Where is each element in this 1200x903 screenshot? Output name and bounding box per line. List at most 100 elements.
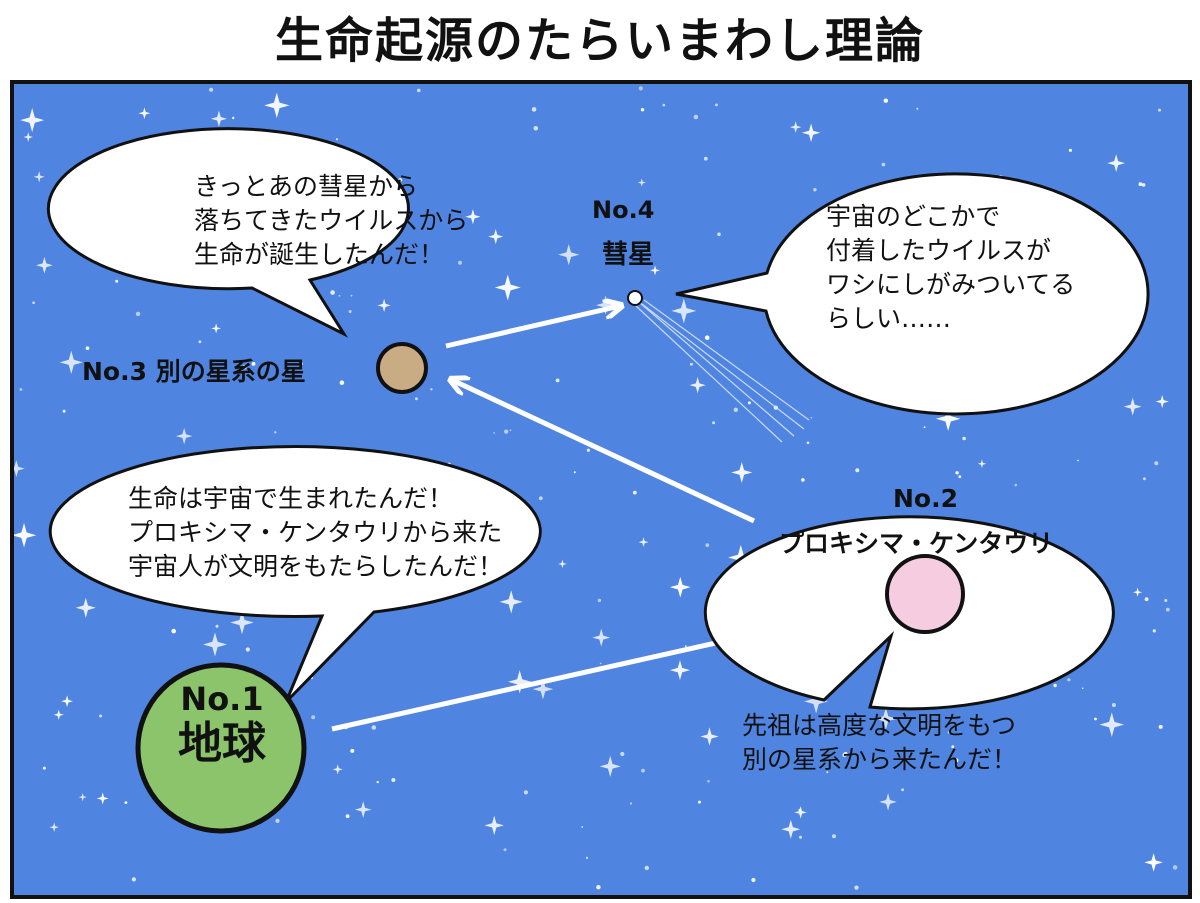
comet-name-label: 彗星	[602, 240, 655, 270]
proxima-speech-line: 別の星系から来たんだ！	[742, 745, 1018, 774]
sparkle-star	[14, 523, 37, 548]
sparkle-star	[637, 178, 646, 187]
star-dot	[1143, 477, 1146, 481]
arrow-proxima-to-other-star	[452, 380, 756, 524]
star-dot	[85, 346, 90, 351]
star-dot	[901, 788, 904, 792]
earth-name-label: 地球	[178, 718, 266, 769]
star-dot	[916, 107, 919, 110]
earth-speech-line: 宇宙人が文明をもたらしたんだ！	[128, 552, 504, 581]
sparkle-star	[202, 632, 228, 657]
star-dot	[1094, 717, 1097, 721]
star-dot	[705, 543, 710, 547]
star-dot	[826, 771, 829, 774]
sparkle-star	[669, 576, 691, 598]
star-dot	[62, 409, 66, 413]
star-dot	[533, 126, 539, 131]
star-dot	[42, 766, 46, 770]
diagram-shapes	[46, 127, 1150, 834]
star-dot	[958, 475, 962, 479]
star-dot	[947, 731, 950, 734]
star-dot	[339, 380, 345, 386]
star-dot	[299, 362, 303, 366]
star-dot	[703, 156, 708, 161]
star-dot	[232, 116, 235, 120]
star-dot	[1164, 599, 1168, 602]
star-dot	[640, 108, 645, 112]
star-dot	[1158, 108, 1161, 112]
sparkle-star	[558, 244, 580, 266]
sparkle-star	[484, 815, 504, 836]
star-dot	[458, 260, 462, 265]
star-dot	[810, 416, 813, 419]
star-dot	[215, 624, 219, 628]
star-dot	[843, 752, 848, 757]
star-dot	[124, 801, 128, 804]
star-dot	[704, 335, 710, 340]
earth-speech-text: 生命は宇宙で生まれたんだ！ プロキシマ・ケンタウリから来た 宇宙人が文明をもたら…	[128, 482, 503, 584]
comet-speech-line: 宇宙のどこかで	[826, 202, 1001, 231]
star-dot	[1014, 483, 1018, 487]
sparkle-star	[36, 256, 53, 274]
sparkle-star	[75, 597, 96, 618]
star-dot	[854, 885, 859, 890]
other-star-speech-line: 落ちてきたウイルスから	[194, 206, 469, 235]
sparkle-star	[465, 209, 481, 225]
proxima-name-label: プロキシマ・ケンタウリ	[779, 529, 1054, 558]
star-dot	[1111, 703, 1116, 707]
star-dot	[350, 294, 353, 297]
star-dot	[1067, 678, 1071, 682]
star-dot	[923, 426, 926, 428]
sparkle-star	[23, 132, 33, 142]
star-dot	[573, 471, 576, 474]
star-dot	[1053, 683, 1057, 688]
sparkle-star	[935, 406, 961, 432]
speech-bubble-earth	[48, 445, 542, 704]
sparkle-star	[49, 822, 59, 832]
sparkle-star	[874, 707, 897, 730]
proxima-speech-text: 先祖は高度な文明をもつ 別の星系から来たんだ！	[742, 709, 1017, 777]
star-dot	[599, 662, 602, 665]
sparkle-star	[1144, 853, 1163, 872]
star-dot	[801, 478, 805, 482]
star-dot	[883, 98, 888, 103]
sparkle-star	[1155, 394, 1169, 409]
star-dot	[581, 826, 584, 828]
sparkle-star	[671, 298, 697, 324]
star-dot	[951, 745, 955, 749]
proxima-speech-line: 先祖は高度な文明をもつ	[742, 711, 1017, 740]
star-dot	[242, 365, 247, 370]
star-dot	[531, 107, 537, 112]
star-dot	[350, 748, 355, 753]
star-dot	[131, 877, 136, 882]
star-dot	[955, 471, 959, 475]
star-dot	[644, 865, 649, 871]
sparkle-star	[689, 377, 706, 394]
star-dot	[881, 162, 886, 167]
star-dot	[1068, 148, 1072, 152]
other-star-label: No.3 別の星系の星	[82, 357, 306, 386]
star-dot	[398, 178, 403, 182]
star-dot	[371, 725, 377, 730]
earth-planet	[135, 662, 307, 834]
sparkle-star	[488, 229, 504, 245]
sparkle-star	[801, 123, 821, 143]
star-dot	[509, 429, 512, 432]
sparkle-star	[977, 459, 987, 469]
star-dot	[585, 856, 589, 860]
star-dot	[813, 188, 817, 192]
star-dot	[538, 496, 543, 501]
star-dot	[275, 818, 280, 824]
star-dot	[330, 290, 335, 295]
star-dot	[274, 431, 277, 434]
star-dot	[662, 103, 666, 107]
sparkle-star	[377, 298, 391, 313]
other-star-speech-line: きっとあの彗星から	[194, 172, 419, 201]
star-dot	[689, 362, 693, 366]
star-dot	[632, 490, 637, 495]
star-dot	[415, 397, 418, 401]
sparkle-star	[1132, 587, 1143, 597]
sparkle-star	[879, 793, 897, 811]
star-dot	[338, 294, 341, 297]
sparkle-star	[731, 461, 753, 483]
